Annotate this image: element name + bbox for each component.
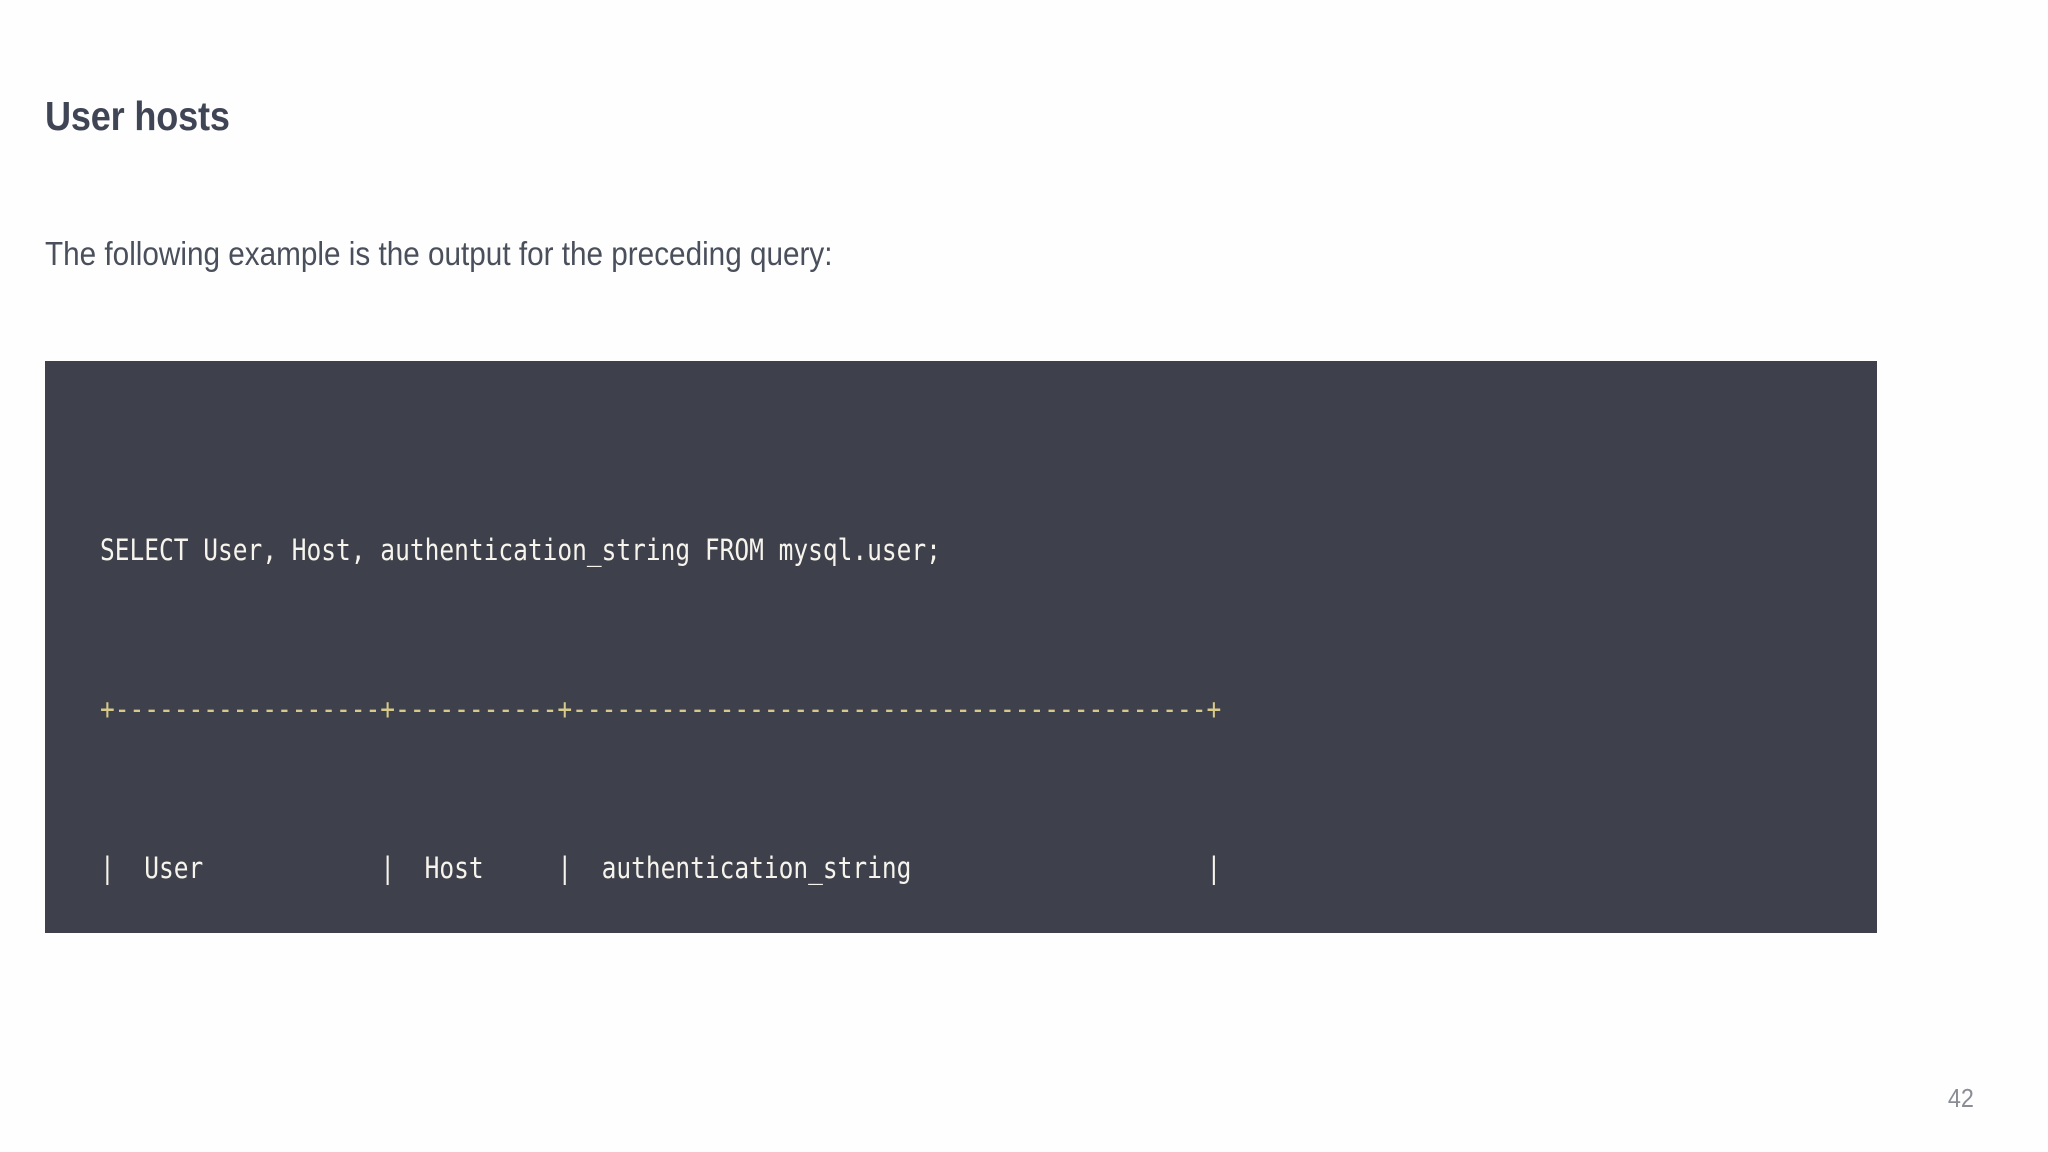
code-line-statement: SELECT User, Host, authentication_string… <box>100 533 941 567</box>
code-line-rule-top: +------------------+-----------+--------… <box>100 692 1222 726</box>
intro-paragraph: The following example is the output for … <box>45 235 833 272</box>
page-title: User hosts <box>45 93 230 140</box>
code-block: SELECT User, Host, authentication_string… <box>45 361 1877 933</box>
page-number: 42 <box>1947 1083 1974 1113</box>
code-block-content: SELECT User, Host, authentication_string… <box>100 418 1266 933</box>
code-line-header: | User | Host | authentication_string | <box>100 851 1222 885</box>
